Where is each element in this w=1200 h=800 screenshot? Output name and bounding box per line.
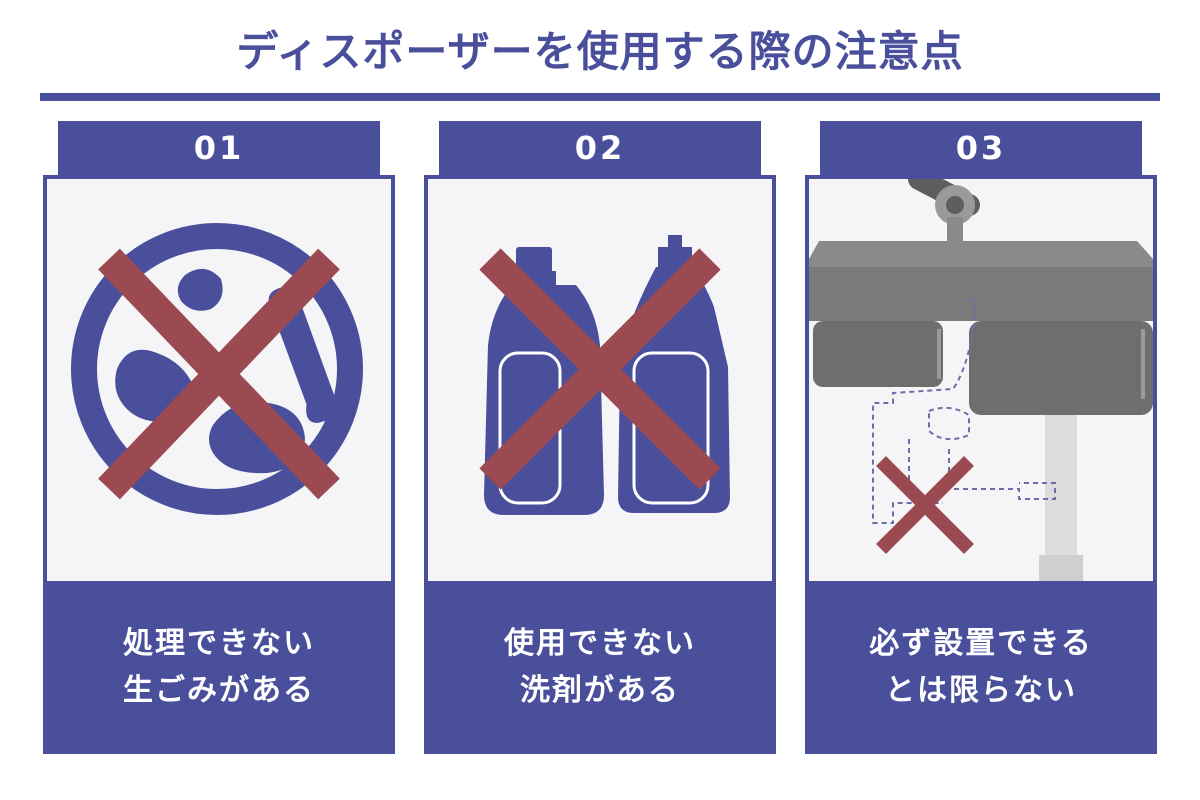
card-number: 02 xyxy=(439,121,761,175)
card-illustration xyxy=(809,179,1153,581)
caption-line: 処理できない xyxy=(123,626,315,661)
card-body: 処理できない 生ごみがある xyxy=(43,175,395,754)
caution-card-3: 03 xyxy=(805,121,1157,754)
page-title: ディスポーザーを使用する際の注意点 xyxy=(236,27,964,76)
sink-drain-icon xyxy=(809,179,1153,581)
caption-line: 必ず設置できる xyxy=(869,626,1093,661)
title-divider xyxy=(40,93,1160,101)
card-number: 03 xyxy=(820,121,1142,175)
caption-line: とは限らない xyxy=(885,672,1077,708)
caution-card-2: 02 xyxy=(424,121,776,754)
caution-card-1: 01 処理できない 生ごみがある xyxy=(43,121,395,754)
card-body: 必ず設置できる とは限らない xyxy=(805,175,1157,754)
card-caption: 必ず設置できる とは限らない xyxy=(805,581,1157,754)
card-body: 使用できない 洗剤がある xyxy=(424,175,776,754)
card-illustration xyxy=(428,179,772,581)
garbage-prohibited-icon xyxy=(71,223,363,515)
card-caption: 使用できない 洗剤がある xyxy=(424,581,776,754)
detergent-bottles-prohibited-icon xyxy=(479,235,730,515)
caption-line: 洗剤がある xyxy=(520,672,680,708)
caption-line: 生ごみがある xyxy=(123,672,315,708)
card-illustration xyxy=(47,179,391,581)
card-caption: 処理できない 生ごみがある xyxy=(43,581,395,754)
card-number: 01 xyxy=(58,121,380,175)
caption-line: 使用できない xyxy=(504,626,696,661)
